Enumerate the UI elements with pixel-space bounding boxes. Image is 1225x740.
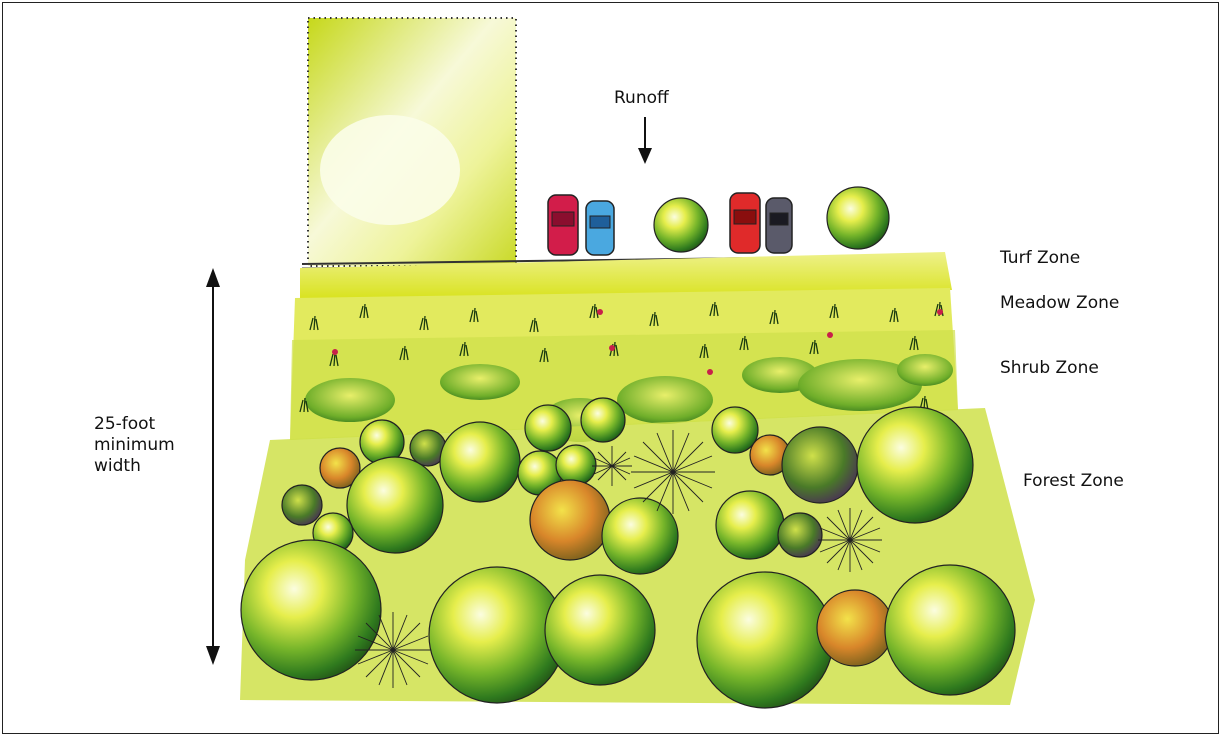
parked-cars <box>548 187 889 255</box>
forest-tree <box>602 498 678 574</box>
radial-plant <box>355 612 431 688</box>
radial-plant <box>631 430 715 514</box>
forest-tree <box>429 567 565 703</box>
radial-plant <box>592 446 632 486</box>
meadow-zone-label: Meadow Zone <box>1000 293 1119 314</box>
car-blue-1 <box>586 201 614 255</box>
forest-tree <box>782 427 858 503</box>
runoff-arrow <box>638 117 652 164</box>
width-label: 25-foot minimum width <box>94 414 175 477</box>
car-black <box>766 198 792 253</box>
radial-plant <box>818 508 882 572</box>
forest-zone-label: Forest Zone <box>1023 471 1124 492</box>
forest-tree <box>347 457 443 553</box>
forest-tree <box>716 491 784 559</box>
forest-tree <box>581 398 625 442</box>
runoff-label: Runoff <box>614 88 669 109</box>
forest-tree <box>545 575 655 685</box>
building <box>308 18 516 266</box>
forest-tree <box>440 422 520 502</box>
forest-tree <box>778 513 822 557</box>
forest-tree <box>282 485 322 525</box>
car-red-2 <box>730 193 760 253</box>
forest-tree <box>530 480 610 560</box>
parking-tree-2 <box>827 187 889 249</box>
forest-tree <box>556 445 596 485</box>
turf-zone-label: Turf Zone <box>1000 248 1080 269</box>
forest-tree <box>697 572 833 708</box>
forest-tree <box>525 405 571 451</box>
forest-tree <box>241 540 381 680</box>
shrub-zone-label: Shrub Zone <box>1000 358 1099 379</box>
forest-tree <box>857 407 973 523</box>
width-arrow <box>206 268 220 665</box>
forest-tree <box>885 565 1015 695</box>
forest-tree <box>817 590 893 666</box>
forest-tree <box>712 407 758 453</box>
car-red-1 <box>548 195 578 255</box>
parking-tree-1 <box>654 198 708 252</box>
